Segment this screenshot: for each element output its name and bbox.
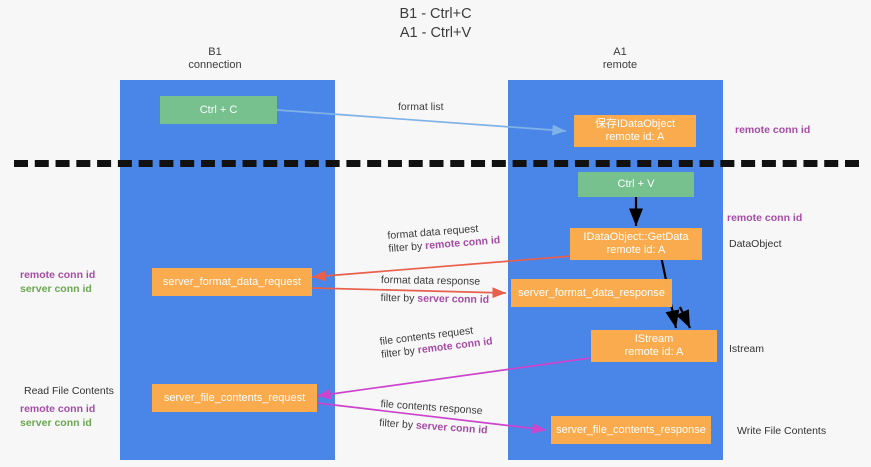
lane-header-a1: A1 remote xyxy=(545,46,695,72)
node-server-file-contents-response-label: server_file_contents_response xyxy=(556,423,706,436)
node-getdata-line1: IDataObject::GetData xyxy=(583,231,689,243)
node-ctrl-v[interactable]: Ctrl + V xyxy=(578,172,694,197)
node-save-idataobject[interactable]: 保存IDataObject remote id: A xyxy=(574,115,696,147)
edge-label-format-data-response: format data response filter by server co… xyxy=(380,274,489,307)
edge-label-file-contents-request: file contents request filter by remote c… xyxy=(379,322,493,361)
annotation-read-file-contents: Read File Contents xyxy=(24,385,114,397)
node-server-file-contents-request-label: server_file_contents_request xyxy=(163,391,306,404)
annotation-group-left-bottom: remote conn id server conn id xyxy=(20,402,95,430)
edge-label-format-list: format list xyxy=(398,101,444,113)
edge-label-format-data-response-filter: filter by server conn id xyxy=(380,292,489,307)
annotation-group-left-top: remote conn id server conn id xyxy=(20,268,95,296)
node-ctrl-v-label: Ctrl + V xyxy=(617,178,655,190)
lane-a1-sub: remote xyxy=(602,59,638,71)
annotation-left-server-conn-id: server conn id xyxy=(20,283,92,295)
node-save-idataobject-line1: 保存IDataObject xyxy=(594,118,676,130)
annotation-remote-conn-id-mid: remote conn id xyxy=(727,212,803,224)
filter-prefix-2: filter by xyxy=(380,291,418,305)
lane-a1-name: A1 xyxy=(613,46,627,58)
node-server-format-data-request-label: server_format_data_request xyxy=(162,275,302,288)
node-ctrl-c-label: Ctrl + C xyxy=(199,103,238,116)
annotation-dataobject: DataObject xyxy=(729,238,782,250)
node-idataobject-getdata[interactable]: IDataObject::GetData remote id: A xyxy=(570,228,702,260)
filter-key-server-conn-id-2: server conn id xyxy=(415,419,488,437)
annotation-left-server-conn-id-2: server conn id xyxy=(20,417,92,429)
edge-label-file-contents-response-text: file contents response xyxy=(380,398,483,418)
node-getdata-line2: remote id: A xyxy=(606,244,666,256)
lane-b1-name: B1 xyxy=(208,46,222,58)
node-save-idataobject-line2: remote id: A xyxy=(605,131,665,143)
node-server-format-data-request[interactable]: server_format_data_request xyxy=(152,268,312,296)
node-istream-line2: remote id: A xyxy=(624,346,684,358)
annotation-write-file-contents: Write File Contents xyxy=(737,425,827,437)
node-istream-line1: IStream xyxy=(634,333,674,345)
section-divider xyxy=(14,160,859,167)
annotation-left-remote-conn-id: remote conn id xyxy=(20,269,96,281)
annotation-istream: Istream xyxy=(729,343,765,355)
edge-label-file-contents-response: file contents response filter by server … xyxy=(379,398,490,437)
node-server-format-data-response-label: server_format_data_response xyxy=(518,286,665,299)
page-title: B1 - Ctrl+C A1 - Ctrl+V xyxy=(0,5,871,43)
lane-b1-sub: connection xyxy=(188,59,242,71)
annotation-left-remote-conn-id-2: remote conn id xyxy=(20,403,96,415)
node-server-format-data-response[interactable]: server_format_data_response xyxy=(511,279,672,307)
node-ctrl-c[interactable]: Ctrl + C xyxy=(160,96,277,124)
filter-prefix-1: filter by xyxy=(388,240,426,255)
node-server-file-contents-response[interactable]: server_file_contents_response xyxy=(551,416,711,444)
filter-key-server-conn-id-1: server conn id xyxy=(417,292,490,306)
edge-label-format-data-request: format data request filter by remote con… xyxy=(387,221,501,256)
filter-prefix-4: filter by xyxy=(378,416,417,432)
title-line-1: B1 - Ctrl+C xyxy=(399,6,472,22)
annotation-remote-conn-id-top: remote conn id xyxy=(735,124,811,136)
edge-label-file-contents-response-filter: filter by server conn id xyxy=(379,417,488,438)
node-server-file-contents-request[interactable]: server_file_contents_request xyxy=(152,384,317,412)
edge-label-format-data-response-text: format data response xyxy=(380,274,481,288)
node-istream[interactable]: IStream remote id: A xyxy=(591,330,717,362)
lane-header-b1: B1 connection xyxy=(140,46,290,72)
title-line-2: A1 - Ctrl+V xyxy=(399,25,472,41)
